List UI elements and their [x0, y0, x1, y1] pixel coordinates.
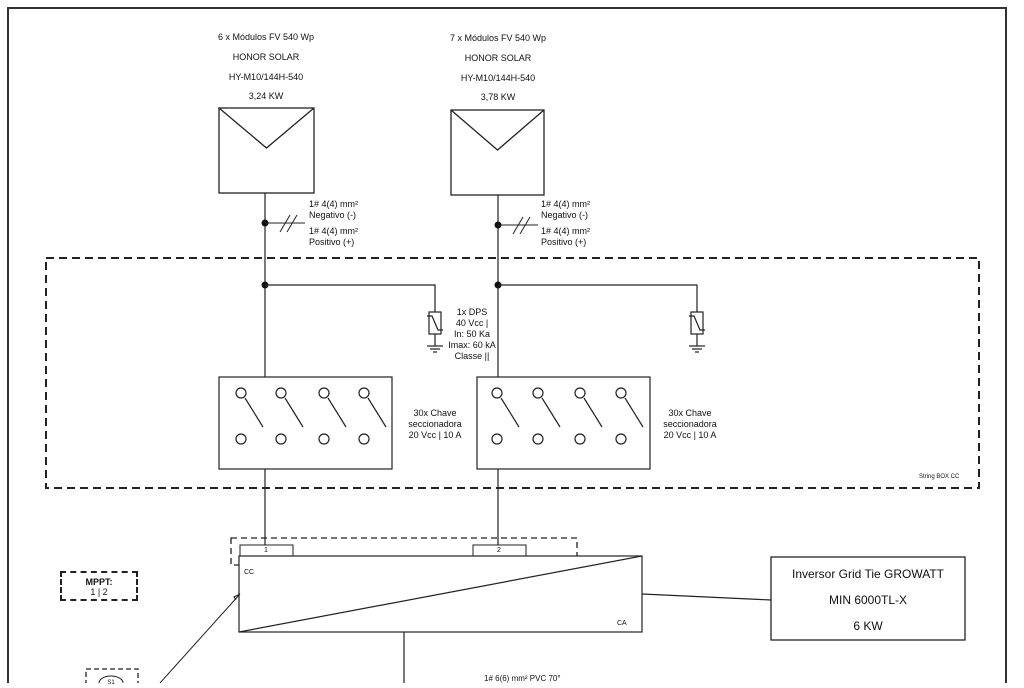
inverter-model-line2: MIN 6000TL-X [828, 593, 908, 607]
string-box-frame [45, 257, 980, 489]
dps-in: In: 50 Ka [453, 329, 491, 339]
input-2-number: 2 [497, 547, 501, 554]
ac-cable-label: 1# 6(6) mm² PVC 70° [484, 674, 561, 683]
dps-wire-1 [265, 284, 436, 312]
cable-1-pos-text: Positivo (+) [309, 237, 355, 247]
switch-2-rating: 20 Vcc | 10 A [663, 430, 717, 440]
inverter-model-line1: Inversor Grid Tie GROWATT [791, 567, 945, 581]
inverter-box [770, 556, 966, 641]
dps-class: Classe || [454, 351, 490, 361]
s1-circle [98, 675, 124, 683]
input-1-number: 1 [264, 547, 268, 554]
array-2-count: 7 x Módulos FV 540 Wp [449, 33, 547, 43]
inverter-power: 6 KW [853, 619, 883, 633]
s1-label: S1 [107, 680, 115, 686]
cable-2-pos-text: Positivo (+) [541, 237, 587, 247]
disconnect-switch-2 [476, 376, 651, 470]
switch-1-label: 30x Chave [413, 408, 457, 418]
inverter-symbol [238, 555, 643, 633]
array-1-brand: HONOR SOLAR [232, 52, 300, 62]
s1-tag [85, 668, 139, 683]
mppt-tag: MPPT: 1 | 2 [60, 571, 138, 601]
array-2-brand: HONOR SOLAR [464, 53, 532, 63]
s1-leader [159, 593, 241, 683]
surge-protector-1 [427, 311, 443, 353]
switch-2-type: seccionadora [663, 419, 717, 429]
disconnect-switch-1 [218, 376, 393, 470]
dps-wire-2 [498, 284, 698, 312]
array-2-model: HY-M10/144H-540 [460, 73, 536, 83]
inverter-ca-label: CA [617, 620, 627, 627]
cable-2-pos-size: 1# 4(4) mm² [541, 226, 591, 236]
cable-marker-1 [265, 214, 305, 233]
array-1-count: 6 x Módulos FV 540 Wp [217, 32, 315, 42]
pv-module-2 [450, 109, 545, 196]
array-1-power: 3,24 KW [248, 91, 284, 101]
cable-2-neg-size: 1# 4(4) mm² [541, 199, 591, 209]
cable-1-neg-size: 1# 4(4) mm² [309, 199, 359, 209]
surge-protector-2 [689, 311, 705, 353]
cable-marker-2 [498, 216, 538, 235]
switch-1-type: seccionadora [408, 419, 462, 429]
array-1-model: HY-M10/144H-540 [228, 72, 304, 82]
pv-module-1 [218, 107, 315, 194]
dps-imax: Imax: 60 kA [448, 340, 496, 350]
dps-label: 1x DPS [456, 307, 488, 317]
ac-link-wire [641, 593, 772, 601]
cable-2-neg-text: Negativo (-) [541, 210, 589, 220]
mppt-value: 1 | 2 [90, 587, 108, 597]
cable-1-neg-text: Negativo (-) [309, 210, 357, 220]
sheet-border [7, 7, 1007, 683]
switch-2-label: 30x Chave [668, 408, 712, 418]
mppt-title: MPPT: [85, 577, 113, 587]
array-2-power: 3,78 KW [480, 92, 516, 102]
dps-voltage: 40 Vcc | [455, 318, 489, 328]
string-box-caption: String BOX CC [919, 474, 960, 480]
inverter-cc-label: CC [244, 569, 255, 576]
switch-1-rating: 20 Vcc | 10 A [408, 430, 462, 440]
cable-1-pos-size: 1# 4(4) mm² [309, 226, 359, 236]
